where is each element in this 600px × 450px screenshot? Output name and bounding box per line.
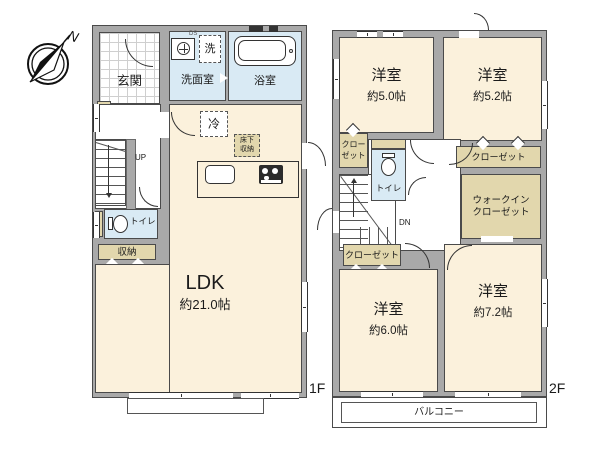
room-bedroom-ne: [443, 37, 542, 141]
door-arc-left-2f: [317, 208, 332, 230]
closet-ne-label: クローゼット: [471, 152, 526, 162]
back-door-arc: [308, 142, 326, 166]
closet-sw-label: クローゼット: [344, 250, 399, 260]
ldk-size-label: 約21.0帖: [179, 297, 231, 312]
toilet-bowl-icon-1f: [113, 215, 128, 233]
bathtub-drain: [289, 49, 293, 53]
toilet-tank-1f: [108, 217, 113, 230]
underfloor-line2: 収納: [240, 146, 254, 153]
window: [333, 59, 340, 99]
balcony-label: バルコニー: [414, 407, 464, 418]
refrigerator-box: 冷: [200, 111, 228, 137]
closet-nw-line1: クロー: [341, 140, 366, 149]
washer-label: 洗: [204, 43, 216, 55]
stove-burner: [262, 167, 268, 174]
toilet-tank-2f: [382, 153, 395, 158]
door-arc-top-2f: [474, 13, 489, 30]
window: [93, 104, 100, 132]
stairs-wall: [126, 139, 136, 211]
window: [357, 31, 377, 38]
floor1-label: 1F: [309, 380, 326, 396]
closet-sw: クローゼット: [343, 244, 401, 266]
bathtub-inner: [238, 40, 286, 61]
stairs-arrow-head: [350, 178, 357, 183]
wic-line1: ウォークイン: [472, 195, 530, 206]
stairs-arrow-line: [108, 145, 110, 195]
toilet-label-2f: トイレ: [375, 183, 402, 193]
bedroom-ne-label: 洋室: [477, 67, 508, 84]
floor2-label: 2F: [549, 380, 566, 396]
window: [541, 279, 548, 327]
compass-north-label: N: [66, 27, 82, 46]
window: [301, 282, 308, 332]
compass-icon: N: [27, 27, 82, 85]
stairs-up-label: UP: [135, 153, 147, 162]
storage-label: 収納: [117, 247, 137, 258]
sink-icon: [177, 42, 190, 55]
stove-burner: [272, 167, 278, 174]
window: [541, 81, 548, 129]
bathtub-icon: [234, 36, 296, 66]
kitchen-counter: [197, 161, 299, 198]
refrigerator-label: 冷: [207, 117, 220, 131]
bathroom-label: 浴室: [254, 75, 276, 87]
stove-icon: [259, 165, 283, 184]
room-ldk-extension: [95, 264, 170, 393]
bedroom-sw-size: 約6.0帖: [369, 325, 408, 337]
bedroom-nw-size: 約5.0帖: [367, 91, 406, 103]
duct-label: DS: [189, 31, 198, 37]
underfloor-storage-box: 床下 収納: [234, 134, 260, 157]
walk-in-closet: ウォークイン クローゼット: [461, 174, 541, 239]
kitchen-sink-icon: [205, 165, 235, 184]
stove-burner: [264, 175, 269, 180]
door-opening-top: [459, 31, 479, 38]
wic-line2: クローゼット: [472, 207, 530, 218]
bedroom-nw-label: 洋室: [371, 67, 402, 84]
vent-mark: [269, 26, 278, 32]
bath-door-marker: [220, 73, 228, 83]
room-bedroom-sw: [339, 269, 438, 392]
bedroom-se-label: 洋室: [477, 283, 508, 300]
closet-nw-line2: ゼット: [341, 151, 366, 160]
bedroom-sw-label: 洋室: [373, 301, 404, 318]
stove-grill: [261, 180, 281, 183]
floor2-plan: 洋室 約5.0帖 洋室 約5.2帖 DN クロー ゼット トイレ クローゼ: [332, 30, 548, 398]
window: [241, 392, 299, 399]
window: [383, 31, 403, 38]
balcony-inner: [341, 402, 537, 423]
toilet-shelf: [371, 139, 406, 149]
window: [93, 212, 100, 238]
underfloor-line1: 床下: [240, 137, 254, 144]
toilet-bowl-icon-2f: [381, 158, 396, 176]
stairs-1f: [95, 139, 128, 206]
door-opening-left: [333, 211, 339, 233]
ldk-label: LDK: [185, 272, 225, 294]
stairs-arrow-line: [353, 183, 355, 217]
terrace: [127, 398, 264, 414]
toilet-label-1f: トイレ: [130, 216, 156, 226]
bedroom-se-size: 約7.2帖: [473, 307, 513, 319]
entrance-label: 玄関: [116, 74, 142, 88]
stairs-dn-label: DN: [399, 218, 411, 227]
storage-1f: 収納: [98, 244, 156, 260]
hall-ldk-opening: [160, 112, 170, 138]
room-bedroom-nw: [339, 37, 434, 133]
closet-ne: クローゼット: [456, 146, 541, 168]
stairs-arrow-head: [105, 193, 112, 198]
stairs-winder-line: [95, 142, 128, 153]
bedroom-ne-size: 約5.2帖: [473, 91, 512, 103]
washroom-label: 洗面室: [181, 74, 214, 86]
floor1-plan: 玄関 下足入 UP トイレ 収納: [92, 25, 308, 399]
balcony: バルコニー: [332, 397, 547, 428]
vent-mark: [249, 26, 263, 32]
back-door-opening: [302, 143, 308, 169]
wic-opening: [481, 236, 513, 242]
closet-nw: クロー ゼット: [339, 133, 368, 168]
washer-box: 洗: [199, 35, 221, 63]
